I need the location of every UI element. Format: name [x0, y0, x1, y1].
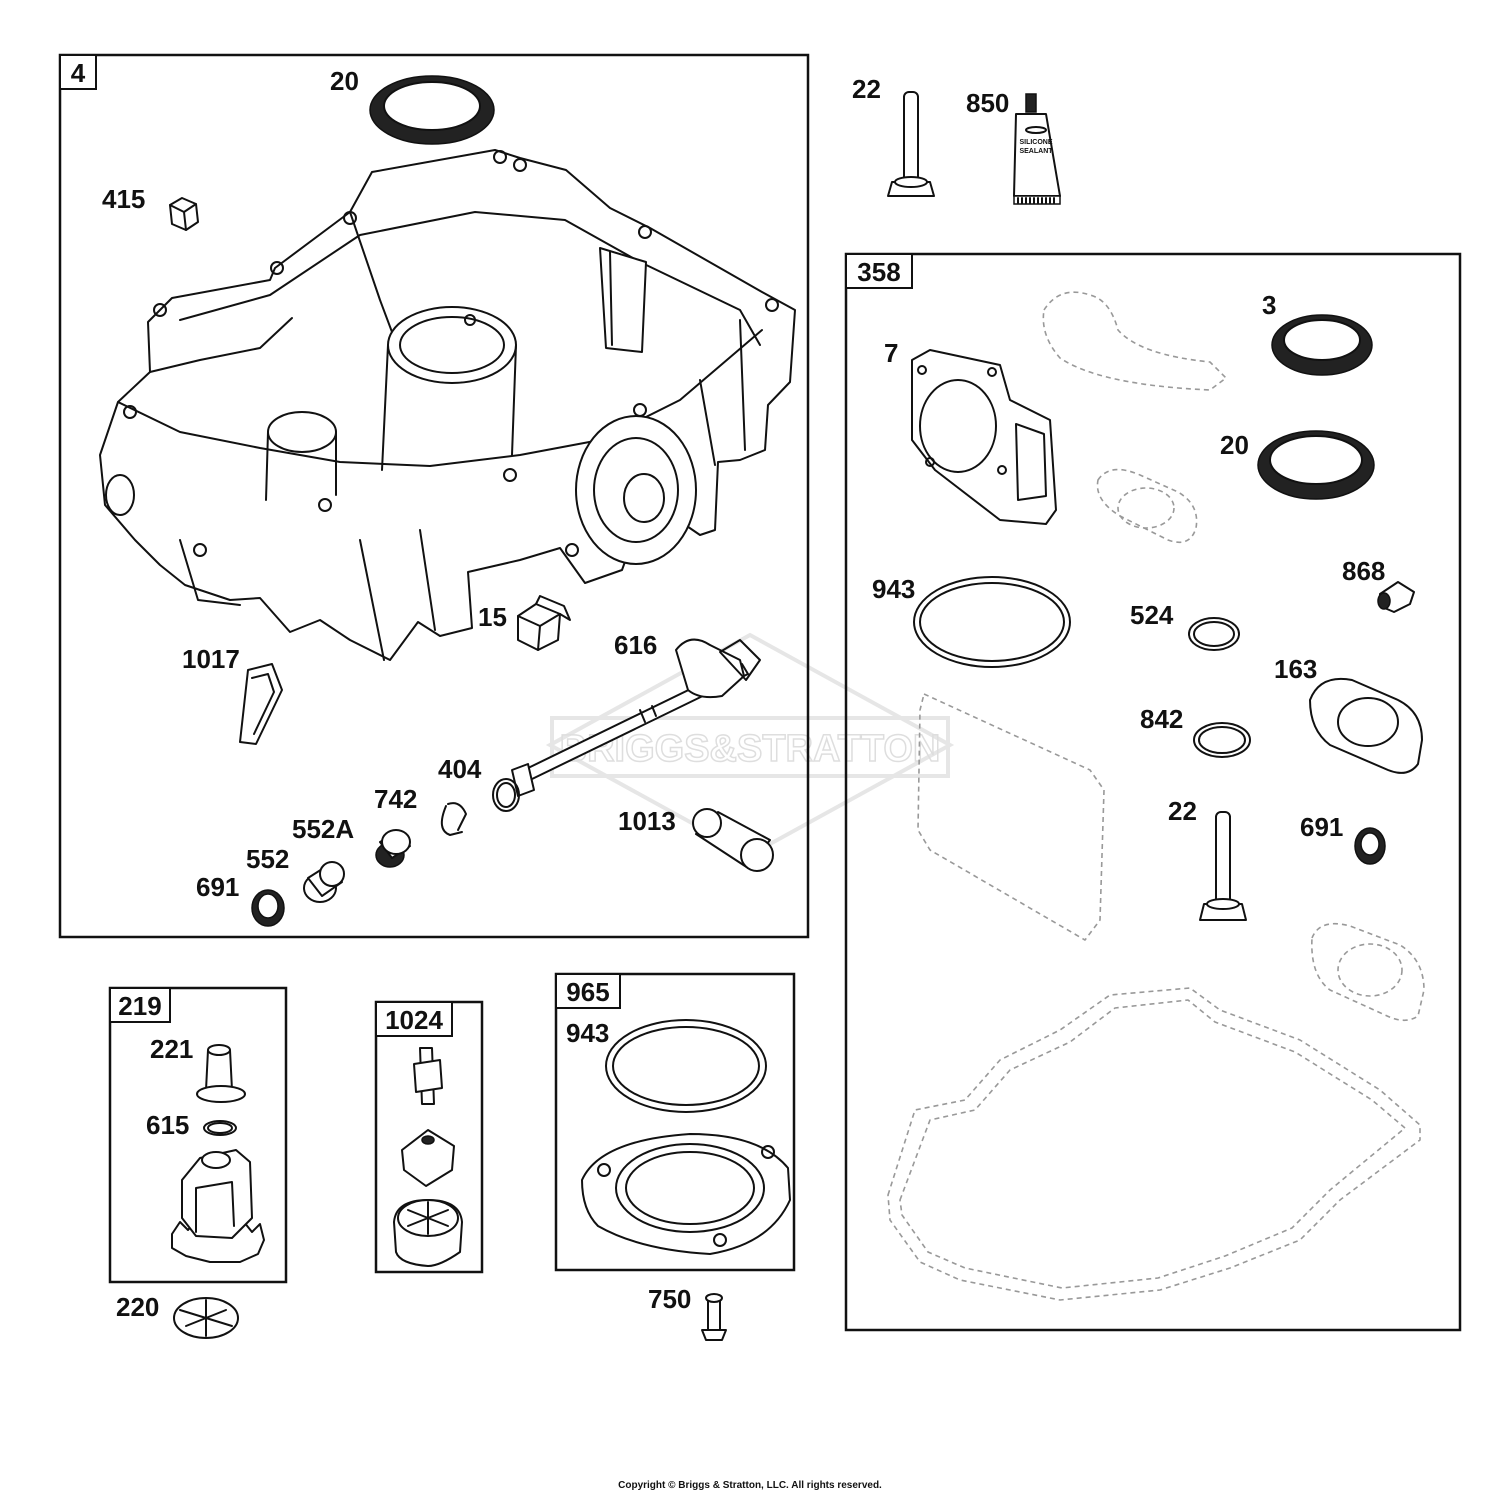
label-22-kit: 22	[1168, 796, 1197, 826]
outer-rotor	[393, 1199, 463, 1267]
label-616: 616	[614, 630, 657, 660]
oring-842-part	[1193, 722, 1251, 758]
group-number-219: 219	[118, 991, 161, 1021]
tube-text-line-2: SEALANT	[1019, 148, 1053, 155]
label-742: 742	[374, 784, 417, 814]
tube-text-line-1: SILICONE	[1019, 139, 1052, 146]
pump-cover-220	[173, 1297, 239, 1339]
label-842: 842	[1140, 704, 1183, 734]
label-691-sump: 691	[196, 872, 239, 902]
screw-22-top-part	[887, 91, 935, 197]
oil-plug-15-part	[517, 595, 571, 651]
ring-404-part	[492, 778, 520, 812]
pump-part-615	[203, 1120, 237, 1136]
pump-gear-housing	[171, 1149, 265, 1263]
copyright-notice: Copyright © Briggs & Stratton, LLC. All …	[618, 1480, 882, 1491]
screw-750-part	[701, 1293, 727, 1341]
group-frame-4: 4	[58, 53, 810, 939]
label-552a: 552A	[292, 814, 354, 844]
rotor-shaft	[413, 1047, 443, 1105]
label-868: 868	[1342, 556, 1385, 586]
seal-691-part	[251, 889, 285, 927]
oring-943-adapter-part	[605, 1019, 767, 1113]
label-22-top: 22	[852, 74, 881, 104]
group-number-358: 358	[857, 257, 900, 287]
watermark: BRIGGS&STRATTON	[545, 632, 955, 858]
label-220: 220	[116, 1292, 159, 1322]
clip-742-part	[440, 802, 467, 836]
sump-body	[99, 149, 796, 661]
adapter-plate-part	[581, 1133, 791, 1255]
label-552: 552	[246, 844, 289, 874]
label-3: 3	[1262, 290, 1276, 320]
seal-20-kit-part	[1257, 430, 1375, 500]
label-15: 15	[478, 602, 507, 632]
inner-rotor	[401, 1129, 455, 1187]
label-415: 415	[102, 184, 145, 214]
label-850: 850	[966, 88, 1009, 118]
plug-868-part	[1377, 581, 1415, 613]
bushing-552a-part	[375, 829, 411, 868]
label-691-kit: 691	[1300, 812, 1343, 842]
group-frame-1024: 1024	[374, 1000, 484, 1274]
oring-943-kit-part	[913, 576, 1071, 668]
label-1017: 1017	[182, 644, 240, 674]
screw-22-kit-part	[1199, 811, 1247, 921]
group-number-965: 965	[566, 977, 609, 1007]
label-20-kit: 20	[1220, 430, 1249, 460]
filter-1017-part	[239, 663, 283, 745]
label-750: 750	[648, 1284, 691, 1314]
seal-20-part	[369, 75, 495, 145]
seal-3-part	[1271, 314, 1373, 376]
head-gasket-7-part	[911, 349, 1057, 525]
label-1013: 1013	[618, 806, 676, 836]
pump-part-221	[196, 1044, 246, 1103]
bushing-552-part	[303, 861, 345, 903]
oring-524-part	[1188, 617, 1240, 651]
seal-691-kit-part	[1354, 827, 1386, 865]
group-frame-219: 219	[108, 986, 288, 1284]
sealant-tube-850-part: SILICONE SEALANT	[1013, 93, 1061, 205]
group-frame-358: 358	[844, 252, 1462, 1332]
label-20-sump: 20	[330, 66, 359, 96]
label-7: 7	[884, 338, 898, 368]
label-404: 404	[438, 754, 482, 784]
ghost-parts	[887, 291, 1425, 1301]
label-943-kit: 943	[872, 574, 915, 604]
group-frame-965: 965	[554, 972, 796, 1272]
label-221: 221	[150, 1034, 193, 1064]
sleeve-1013-part	[692, 808, 774, 872]
label-163: 163	[1274, 654, 1317, 684]
label-943-adapter: 943	[566, 1018, 609, 1048]
plug-415-part	[169, 197, 199, 231]
gasket-163-part	[1309, 678, 1423, 774]
group-number-4: 4	[71, 58, 86, 88]
label-615: 615	[146, 1110, 189, 1140]
group-number-1024: 1024	[385, 1005, 443, 1035]
label-524: 524	[1130, 600, 1174, 630]
